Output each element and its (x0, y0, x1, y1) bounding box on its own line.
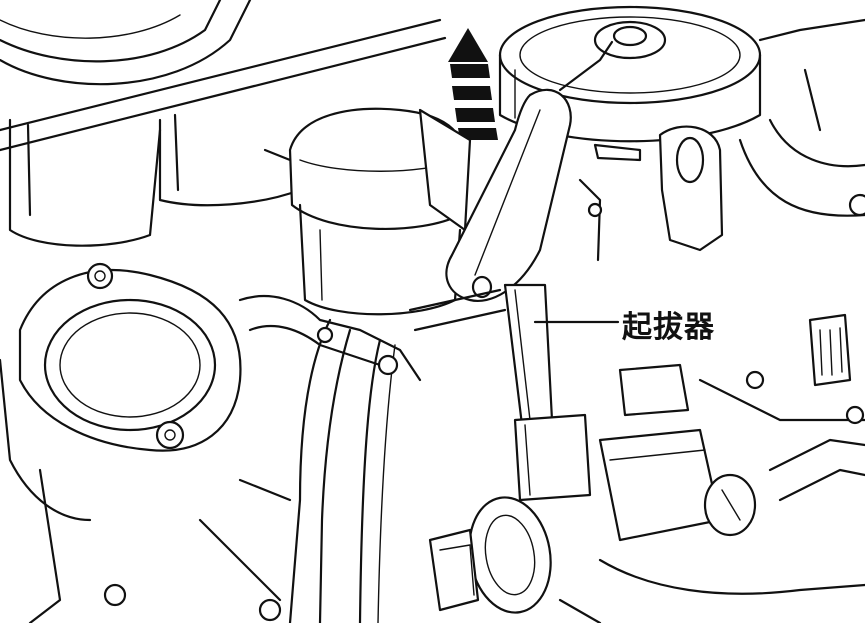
top-round-cap (498, 5, 762, 143)
left-flange (0, 262, 242, 625)
lower-oval-ring (428, 496, 552, 614)
top-rods (0, 18, 447, 207)
top-right-housing (738, 18, 865, 217)
lower-right-connectors (558, 313, 865, 625)
oil-filler-cap (263, 107, 472, 316)
top-left-housing (0, 0, 252, 247)
intake-runners (198, 288, 507, 625)
bottom-bolts (103, 202, 603, 622)
pull-up-arrow (448, 28, 498, 140)
eye-bracket (578, 125, 724, 262)
puller-shaft (503, 283, 592, 502)
puller-label: 起拔器 (622, 310, 715, 345)
